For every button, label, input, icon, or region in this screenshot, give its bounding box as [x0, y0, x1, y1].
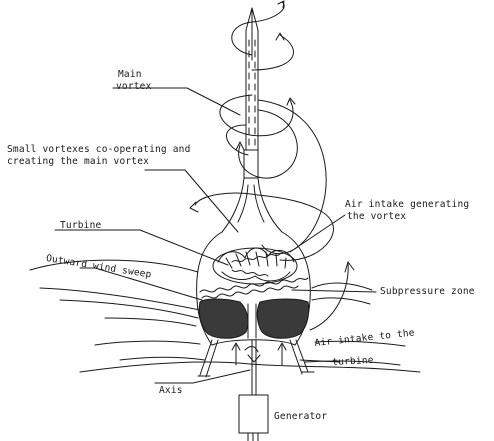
- label-small-vortexes-2: creating the main vortex: [7, 156, 150, 167]
- outward-wind-sweep-lines: [29, 259, 201, 327]
- vortex-spiral-loops: [219, 0, 298, 179]
- label-subpressure-zone: Subpressure zone: [380, 286, 475, 297]
- label-air-intake-vortex-2: the vortex: [347, 211, 407, 222]
- generator-box: [238, 394, 269, 441]
- turbine-rotor: [212, 247, 298, 285]
- outer-vortex-swirl: [189, 99, 355, 331]
- leader-lines: [54, 87, 377, 384]
- ground-wind-lines: [79, 340, 421, 373]
- label-generator: Generator: [274, 411, 328, 422]
- label-air-intake-turbine-2: turbine: [332, 354, 374, 368]
- right-wind-lines: [311, 282, 373, 305]
- turbine-intake-arrows: [231, 342, 287, 366]
- subpressure-band: [199, 277, 309, 299]
- lower-chambers: [198, 298, 310, 339]
- turbine-housing: [196, 231, 311, 346]
- label-main-vortex-1: Main: [118, 69, 142, 80]
- label-small-vortexes-1: Small vortexes co-operating and: [7, 144, 191, 155]
- label-main-vortex-2: vortex: [116, 81, 152, 92]
- main-vortex-column: [245, 7, 259, 151]
- throat-tube: [221, 149, 283, 233]
- label-air-intake-vortex-1: Air intake generating: [345, 199, 470, 210]
- label-turbine: Turbine: [60, 220, 102, 231]
- label-axis: Axis: [159, 385, 183, 396]
- central-axis: [247, 339, 261, 396]
